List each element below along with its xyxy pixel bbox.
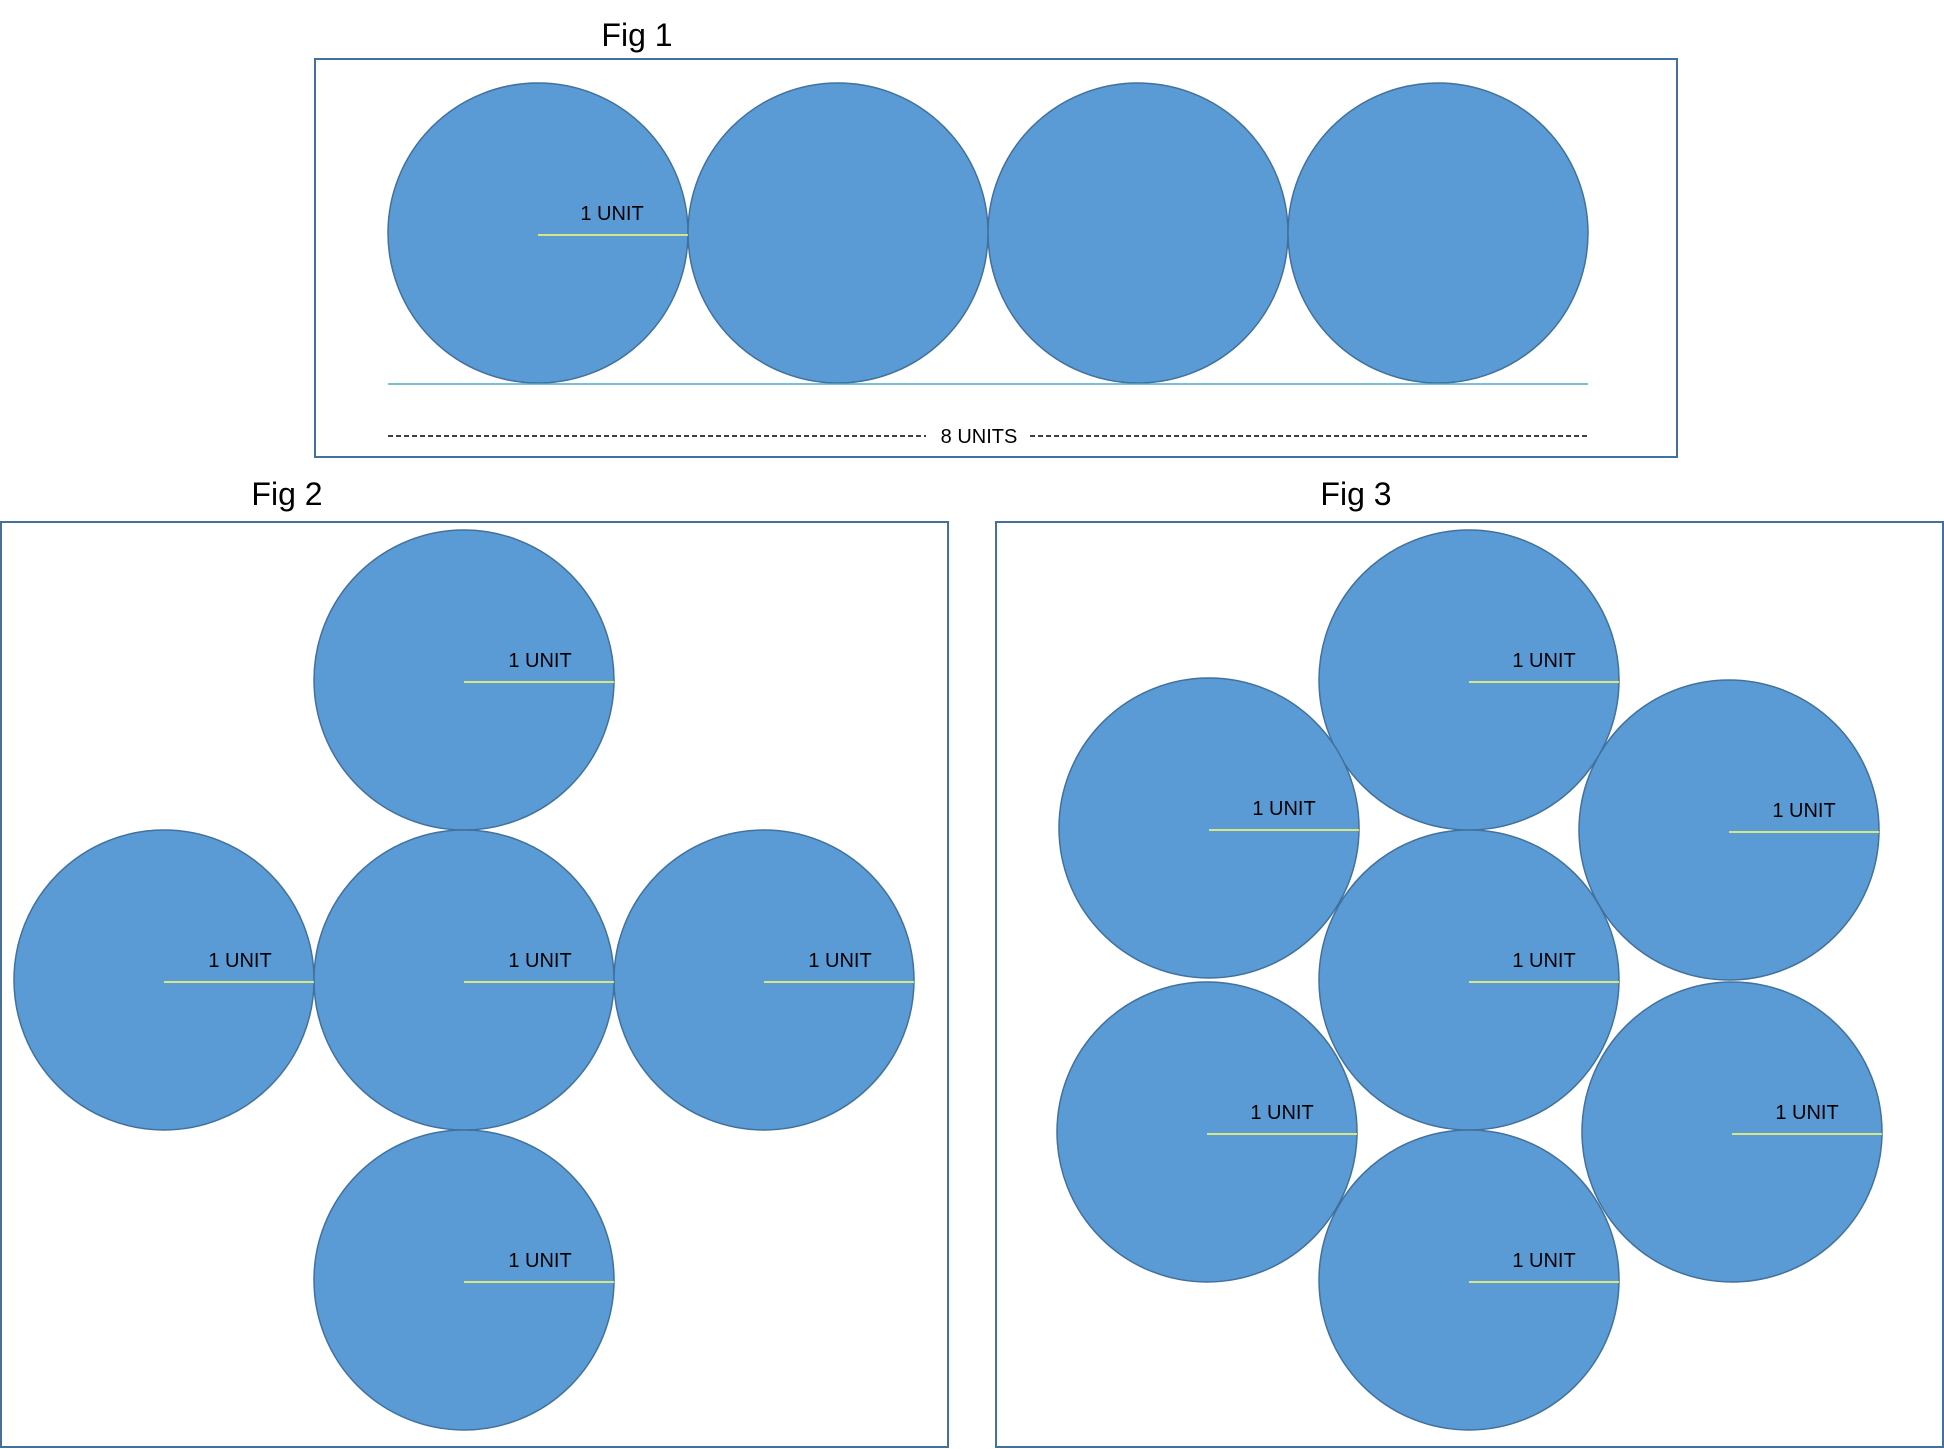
fig3-circle-lower-left [1056,981,1358,1283]
fig1-radius-label: 1 UNIT [580,203,643,225]
fig3-circle-lower-right [1581,981,1883,1283]
fig1-circles [387,82,1589,384]
fig3-circle-bottom [1318,1129,1620,1431]
fig2-radii: 1 UNIT 1 UNIT 1 UNIT 1 UNIT 1 UNIT [164,650,914,1283]
fig1-circle [687,82,989,384]
fig3-circle-upper-right [1578,679,1880,981]
fig3-radius-label: 1 UNIT [1250,1102,1313,1124]
fig3-radius-label: 1 UNIT [1252,798,1315,820]
fig1-circle [987,82,1289,384]
fig3-circles [1056,529,1883,1431]
fig3-circle-center [1318,829,1620,1131]
fig1-span-label: 8 UNITS [941,426,1018,448]
fig3-radius-label: 1 UNIT [1512,650,1575,672]
fig3-circle-upper-left [1058,677,1360,979]
fig1-circle [1287,82,1589,384]
fig1-frame [314,58,1678,458]
fig3-radius-label: 1 UNIT [1512,1250,1575,1272]
fig3-title: Fig 3 [1320,476,1391,512]
fig2-radius-label: 1 UNIT [508,950,571,972]
fig2-radius-label: 1 UNIT [508,1250,571,1272]
fig3-radii: 1 UNIT 1 UNIT 1 UNIT 1 UNIT 1 UNIT 1 UNI… [1207,650,1882,1283]
fig3-frame [995,521,1944,1448]
fig2-radius-label: 1 UNIT [508,650,571,672]
fig2-circle-top [313,529,615,831]
fig2-circle-right [613,829,915,1131]
fig2-radius-label: 1 UNIT [808,950,871,972]
fig2-circles [13,529,915,1431]
fig3-radius-label: 1 UNIT [1772,800,1835,822]
fig2-circle-center [313,829,615,1131]
fig3-circle-top [1318,529,1620,831]
fig1-title: Fig 1 [601,17,672,53]
fig2-title: Fig 2 [251,476,322,512]
fig3-radius-label: 1 UNIT [1775,1102,1838,1124]
fig2-frame [0,521,949,1448]
fig2-circle-bottom [313,1129,615,1431]
fig2-circle-left [13,829,315,1131]
fig3-radius-label: 1 UNIT [1512,950,1575,972]
fig1-circle [387,82,689,384]
fig2-radius-label: 1 UNIT [208,950,271,972]
